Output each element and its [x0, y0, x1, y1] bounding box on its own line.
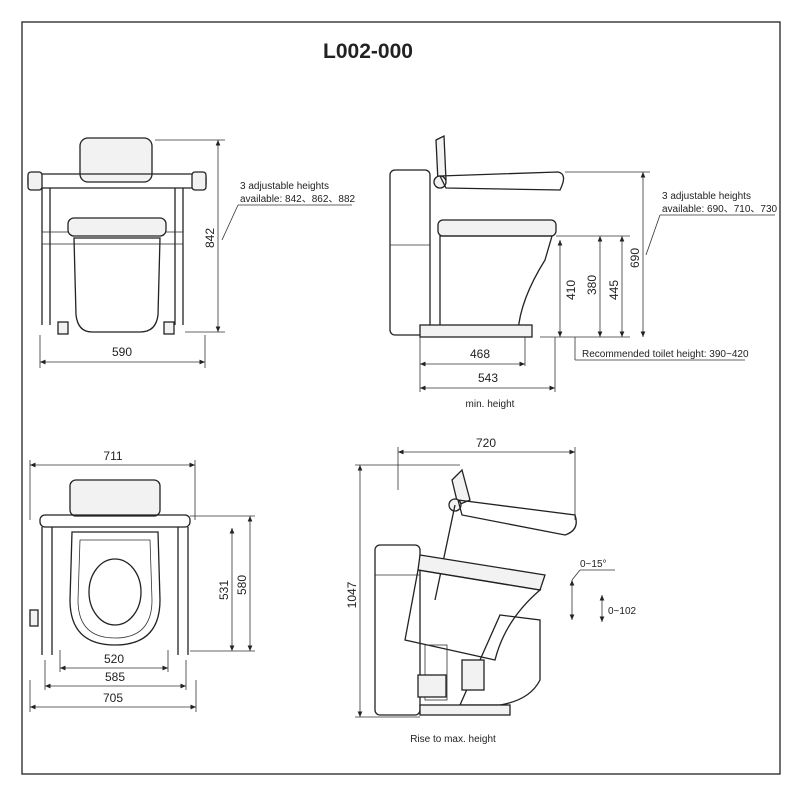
svg-text:380: 380: [585, 275, 599, 295]
min-height-caption: min. height: [466, 399, 515, 410]
side-view: 468 543 min. height 410 380 445 690 Reco…: [389, 134, 778, 410]
front-view: 590 842 3 adjustable heights available: …: [27, 137, 356, 368]
svg-text:445: 445: [607, 280, 621, 300]
raised-view: 720 1047 0~15° 0~102 Rise to max. height: [345, 436, 637, 745]
dim-width-590: 590: [112, 345, 132, 359]
tank: [374, 544, 421, 716]
max-height-caption: Rise to max. height: [410, 734, 496, 745]
svg-text:531: 531: [217, 580, 231, 600]
svg-text:580: 580: [235, 575, 249, 595]
backrest: [451, 468, 471, 506]
svg-text:720: 720: [476, 436, 496, 450]
svg-text:available: 690、710、730: available: 690、710、730: [662, 204, 778, 215]
seat: [437, 219, 557, 237]
svg-text:543: 543: [478, 371, 498, 385]
seat: [67, 217, 167, 237]
tank: [389, 169, 431, 336]
svg-text:585: 585: [105, 670, 125, 684]
recommended-height-note: Recommended toilet height: 390~420: [582, 349, 749, 360]
backrest: [79, 137, 153, 183]
armrest: [438, 171, 565, 191]
svg-text:690: 690: [628, 248, 642, 268]
seat-opening: [88, 558, 142, 626]
backrest: [435, 134, 447, 183]
armrest: [457, 499, 577, 536]
drawing-title: L002-000: [323, 40, 413, 63]
top-view: 711 531 580 520 585 705: [29, 449, 255, 712]
svg-text:468: 468: [470, 347, 490, 361]
base: [419, 704, 511, 716]
backrest: [69, 479, 161, 517]
tilt-range: 0~15°: [580, 559, 607, 570]
svg-text:1047: 1047: [345, 581, 359, 608]
bowl: [439, 235, 553, 333]
bowl: [404, 569, 542, 661]
svg-text:711: 711: [103, 449, 122, 463]
bowl: [73, 237, 161, 333]
svg-text:410: 410: [564, 280, 578, 300]
rise-range: 0~102: [608, 606, 637, 617]
svg-text:705: 705: [103, 691, 123, 705]
svg-text:520: 520: [104, 652, 124, 666]
dim-height-842: 842: [203, 228, 217, 248]
base: [419, 324, 533, 338]
front-note-line1: 3 adjustable heights: [240, 181, 329, 192]
lift-mechanism: [424, 644, 448, 701]
seat-outline: [69, 531, 161, 646]
svg-text:3 adjustable heights: 3 adjustable heights: [662, 191, 751, 202]
drawing-border: [21, 21, 781, 775]
front-note-line2: available: 842、862、882: [240, 194, 356, 205]
